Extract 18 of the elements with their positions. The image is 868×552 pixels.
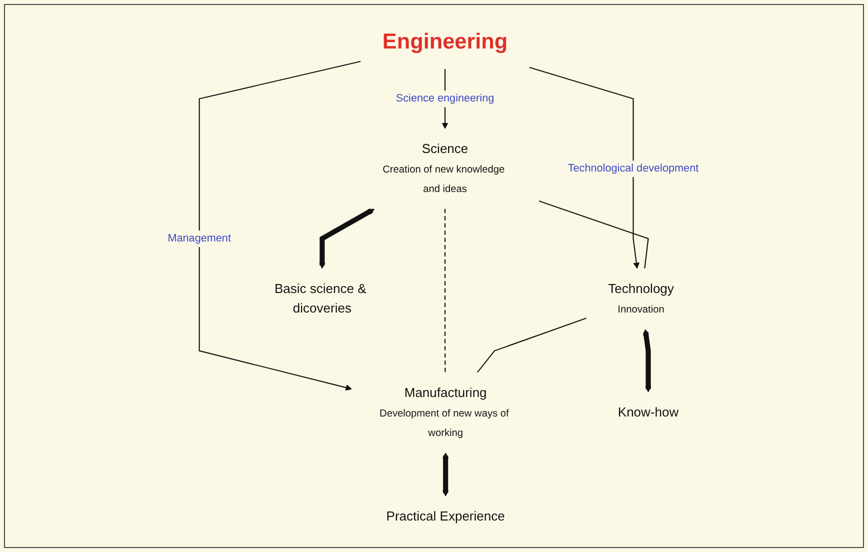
arrow — [198, 60, 361, 391]
node-text: Technology Innovation — [608, 281, 674, 315]
edge-label: Management — [168, 232, 231, 244]
arrow — [529, 66, 640, 269]
edge-label: Science engineering — [396, 92, 494, 104]
node-text: Science Creation of new knowledge and ideas — [382, 142, 505, 194]
arrow — [319, 208, 375, 269]
node-text: Manufacturing Development of new ways of working — [380, 385, 509, 438]
connector — [476, 318, 587, 373]
edge-label: Technological development — [568, 162, 699, 174]
connector — [538, 200, 649, 268]
node-text: Practical Experience — [386, 509, 505, 524]
arrow — [642, 329, 652, 392]
connector — [444, 208, 446, 372]
node-text: Basic science & dicoveries — [274, 281, 366, 316]
arrow — [442, 452, 449, 496]
node-text: Know-how — [618, 404, 679, 420]
node-text: Engineering — [382, 30, 508, 54]
